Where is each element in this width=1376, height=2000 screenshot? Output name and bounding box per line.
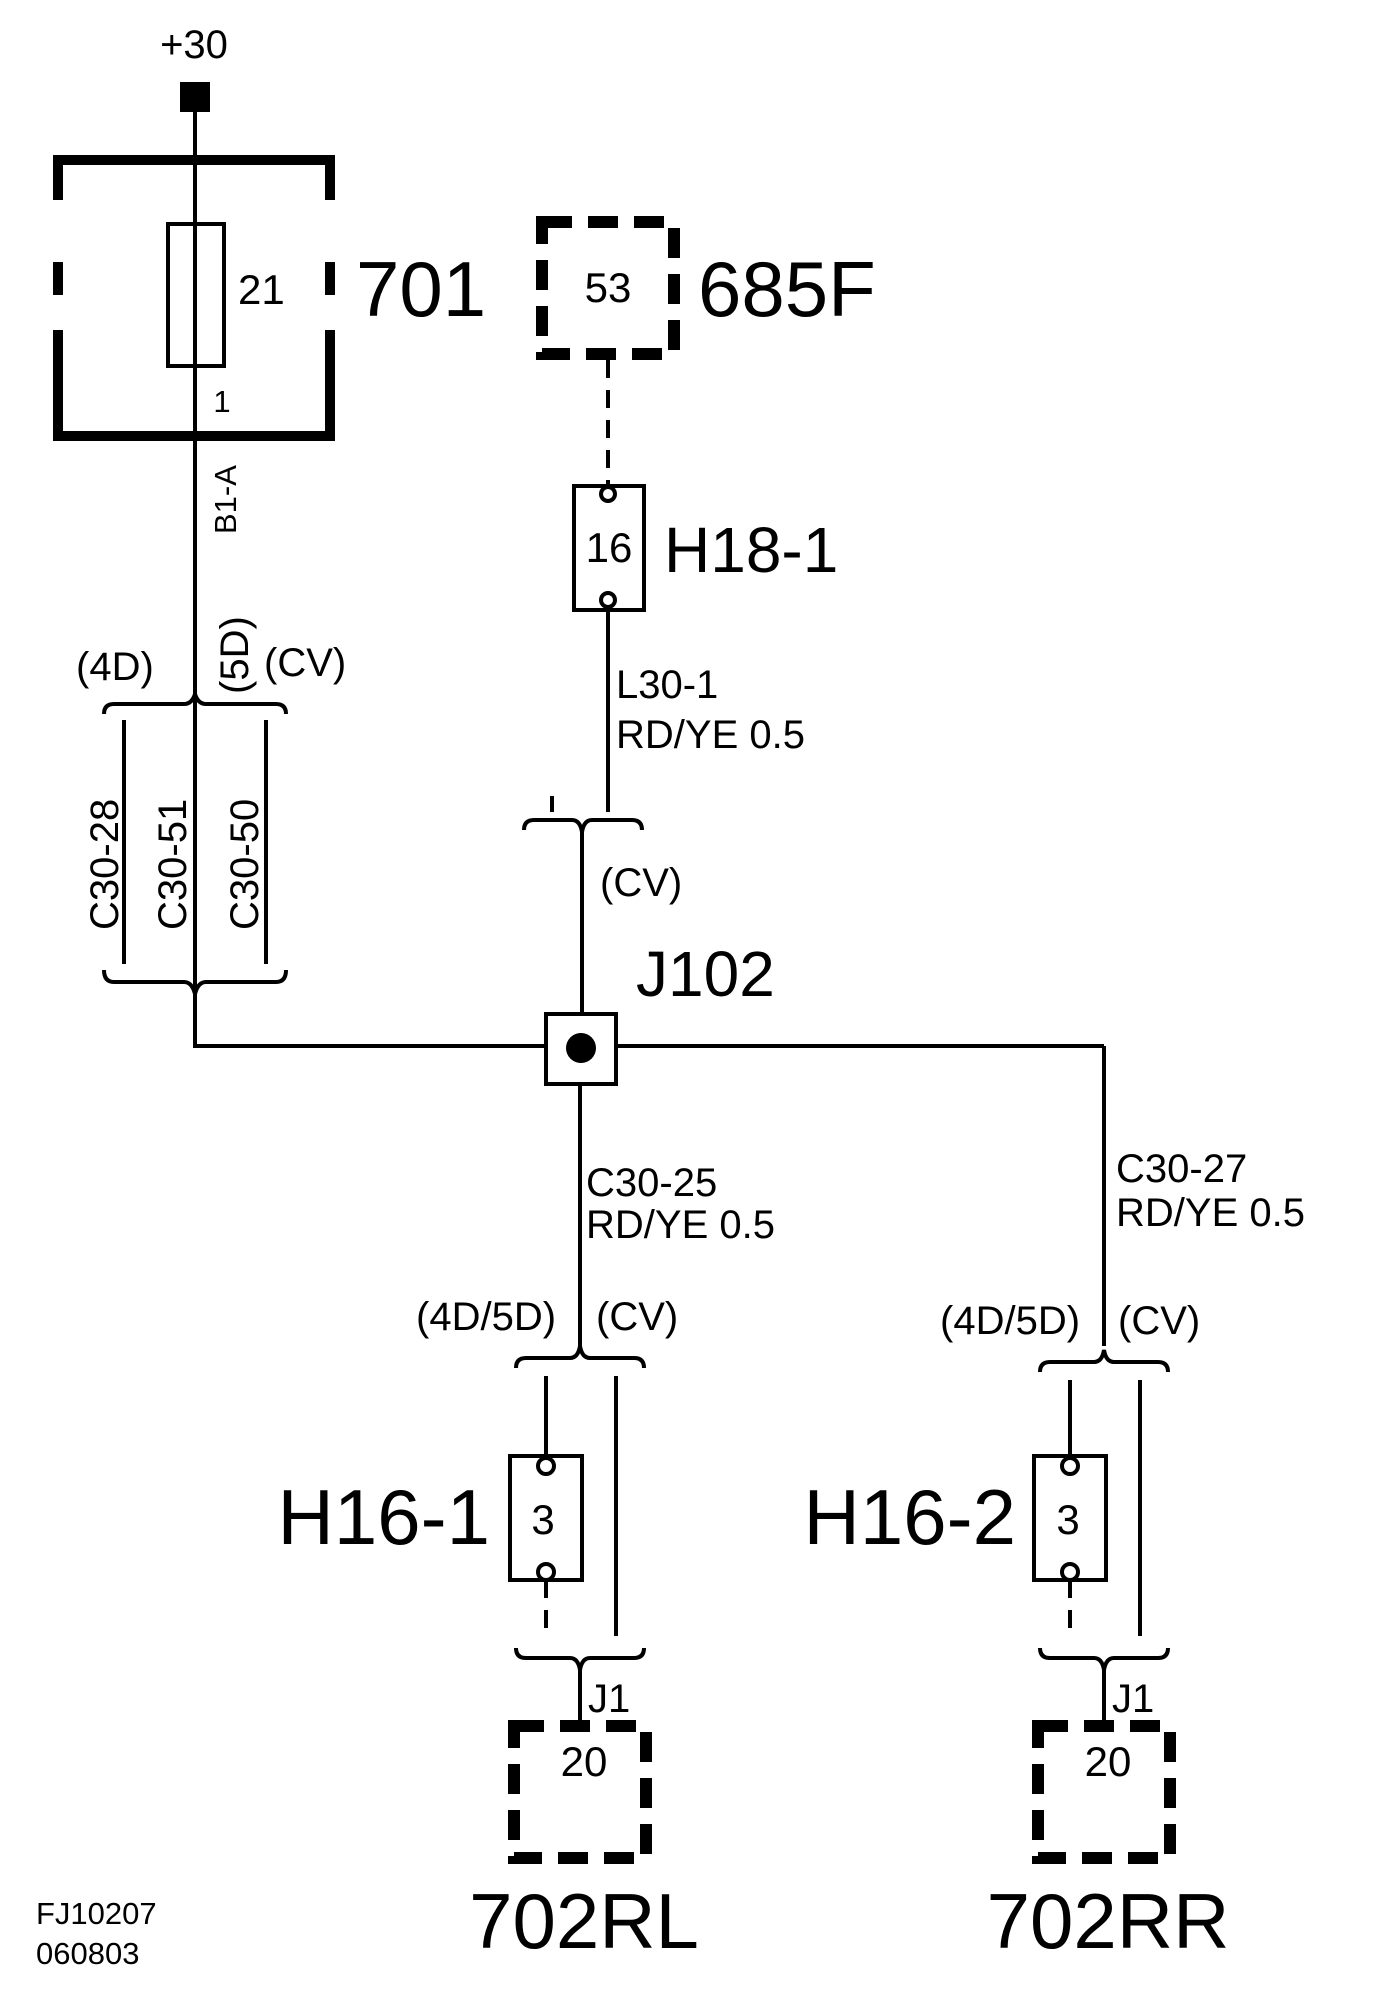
variant-4d5d-label-left: (4D/5D)	[416, 1295, 556, 1339]
connector-h18-1-pin-top	[599, 485, 617, 503]
connector-j1-right-label: J1	[1112, 1677, 1154, 1721]
connector-h16-1-pin: 3	[531, 1496, 554, 1543]
wire-c30-27-label: C30-27	[1116, 1147, 1247, 1191]
fuse-box-pin: 1	[213, 384, 230, 419]
supply-label: +30	[160, 23, 228, 67]
variant-cv-label-center: (CV)	[600, 861, 682, 905]
module-685f-pin: 53	[585, 264, 632, 311]
connector-h16-2-pin-top	[1060, 1456, 1080, 1476]
brace-left-upper	[514, 1345, 646, 1369]
connector-h18-1-body	[572, 484, 646, 612]
supply-terminal	[180, 82, 210, 112]
connector-h18-1-pin: 16	[586, 524, 633, 571]
module-685f-id: 685F	[698, 245, 876, 333]
drawing-code: FJ10207	[36, 1896, 157, 1931]
variant-4d-label: (4D)	[76, 645, 154, 689]
module-685f-box	[536, 216, 680, 360]
drawing-date: 060803	[36, 1936, 139, 1971]
junction-j102-id: J102	[636, 938, 775, 1010]
lamp-702rr-id: 702RR	[987, 1877, 1230, 1965]
variant-cv-label-left: (CV)	[264, 641, 346, 685]
lamp-702rr-box	[1032, 1720, 1176, 1864]
brace-c30-top	[102, 687, 288, 715]
wire-c30-28-label: C30-28	[83, 799, 127, 930]
brace-right-upper	[1038, 1349, 1170, 1373]
lamp-702rl-box	[508, 1720, 652, 1864]
connector-j1-left-label: J1	[588, 1677, 630, 1721]
connector-h16-2-id: H16-2	[804, 1473, 1016, 1561]
lamp-702rl-id: 702RL	[469, 1877, 699, 1965]
brace-right-lower	[1038, 1647, 1170, 1671]
variant-4d5d-label-right: (4D/5D)	[940, 1299, 1080, 1343]
connector-h16-2-pin: 3	[1056, 1496, 1079, 1543]
wire-c30-25-label: C30-25	[586, 1161, 717, 1205]
wire-c30-51-label: C30-51	[151, 799, 195, 930]
wire-l30-1-spec: RD/YE 0.5	[616, 713, 805, 757]
wire-c30-27-spec: RD/YE 0.5	[1116, 1191, 1305, 1235]
variant-cv-label-right-branch: (CV)	[1118, 1299, 1200, 1343]
brace-left-lower	[514, 1647, 646, 1671]
connector-h16-1-pin-bottom	[536, 1562, 556, 1582]
connector-h18-1-pin-bottom	[599, 591, 617, 609]
variant-5d-label: (5D)	[213, 616, 257, 694]
brace-c30-bottom	[102, 969, 288, 995]
lamp-702rr-pin: 20	[1085, 1738, 1132, 1785]
variant-cv-label-left-branch: (CV)	[596, 1295, 678, 1339]
junction-j102-dot	[566, 1033, 596, 1063]
fuse-box-id: 701	[356, 245, 486, 333]
lamp-702rl-pin: 20	[561, 1738, 608, 1785]
connector-h16-1-pin-top	[536, 1456, 556, 1476]
wire-l30-1-label: L30-1	[616, 663, 718, 707]
wire-c30-25-spec: RD/YE 0.5	[586, 1203, 775, 1247]
brace-cv-upper	[522, 818, 644, 833]
connector-h16-2-pin-bottom	[1060, 1562, 1080, 1582]
wire-c30-50-label: C30-50	[223, 799, 267, 930]
connector-h18-1-id: H18-1	[664, 514, 838, 586]
fuse-number: 21	[238, 266, 285, 313]
connector-h16-1-id: H16-1	[278, 1473, 490, 1561]
wire-b1a-label: B1-A	[208, 465, 243, 534]
